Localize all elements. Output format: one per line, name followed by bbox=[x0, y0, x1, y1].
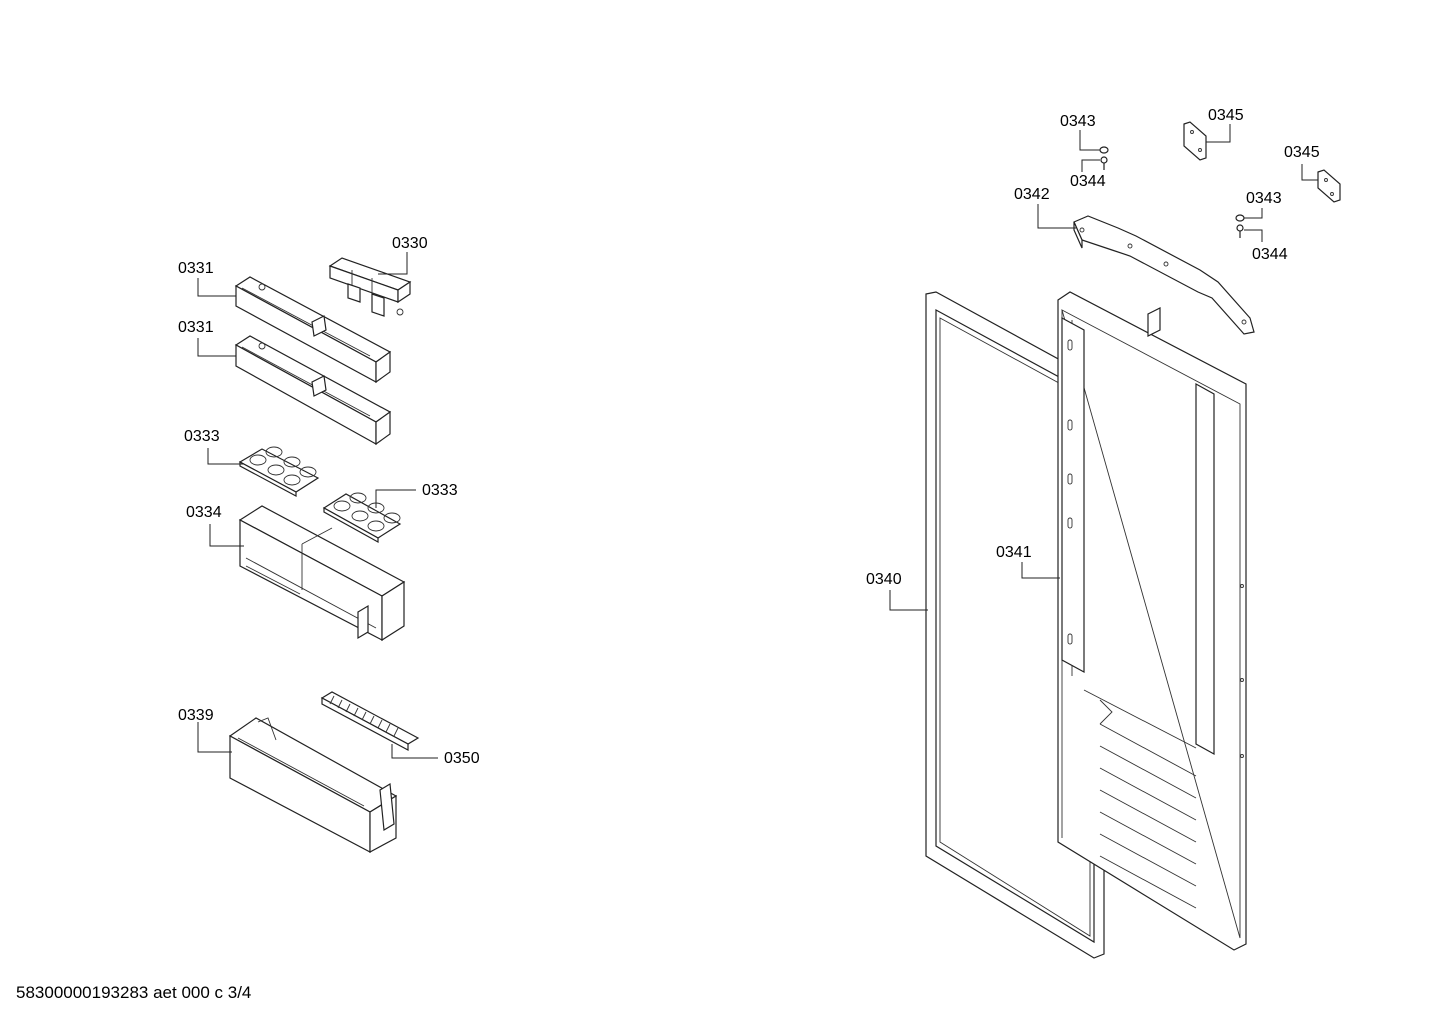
callout-0344-lower: 0344 bbox=[1252, 246, 1288, 263]
part-0345-hinge-plate-1 bbox=[1183, 121, 1207, 161]
part-0333-egg-tray-1 bbox=[238, 446, 320, 498]
callout-0330: 0330 bbox=[392, 235, 428, 252]
callout-0339: 0339 bbox=[178, 707, 214, 724]
leader-lines-left bbox=[197, 252, 438, 759]
leader-lines-right bbox=[889, 124, 1318, 611]
callout-0345-right: 0345 bbox=[1284, 144, 1320, 161]
part-0341-door-liner bbox=[1057, 291, 1247, 951]
document-code: 58300000193283 aet 000 c 3/4 bbox=[16, 983, 251, 1002]
part-0343-0344-screws-upper bbox=[1099, 146, 1109, 170]
callout-0334: 0334 bbox=[186, 504, 222, 521]
part-0330-small-compartment bbox=[328, 257, 412, 317]
part-0334-butter-compartment bbox=[238, 505, 406, 642]
part-0331-door-shelf-upper bbox=[234, 276, 392, 384]
callout-0342: 0342 bbox=[1014, 186, 1050, 203]
callout-0333-left: 0333 bbox=[184, 428, 220, 445]
part-0333-egg-tray-2 bbox=[322, 492, 402, 544]
callout-0343-upper: 0343 bbox=[1060, 113, 1096, 130]
part-0345-hinge-plate-2 bbox=[1317, 169, 1341, 203]
callout-0344-upper: 0344 bbox=[1070, 173, 1106, 190]
callout-0350: 0350 bbox=[444, 750, 480, 767]
part-0350-grille bbox=[320, 691, 420, 752]
callout-0331-lower: 0331 bbox=[178, 319, 214, 336]
part-0339-bottle-shelf bbox=[228, 717, 398, 854]
part-0331-door-shelf-lower bbox=[234, 335, 392, 446]
part-0343-0344-screws-lower bbox=[1235, 214, 1245, 238]
callout-0340: 0340 bbox=[866, 571, 902, 588]
callout-0341: 0341 bbox=[996, 544, 1032, 561]
callout-0343-lower: 0343 bbox=[1246, 190, 1282, 207]
callout-0333-right: 0333 bbox=[422, 482, 458, 499]
callout-0345-upper: 0345 bbox=[1208, 107, 1244, 124]
callout-0331-upper: 0331 bbox=[178, 260, 214, 277]
